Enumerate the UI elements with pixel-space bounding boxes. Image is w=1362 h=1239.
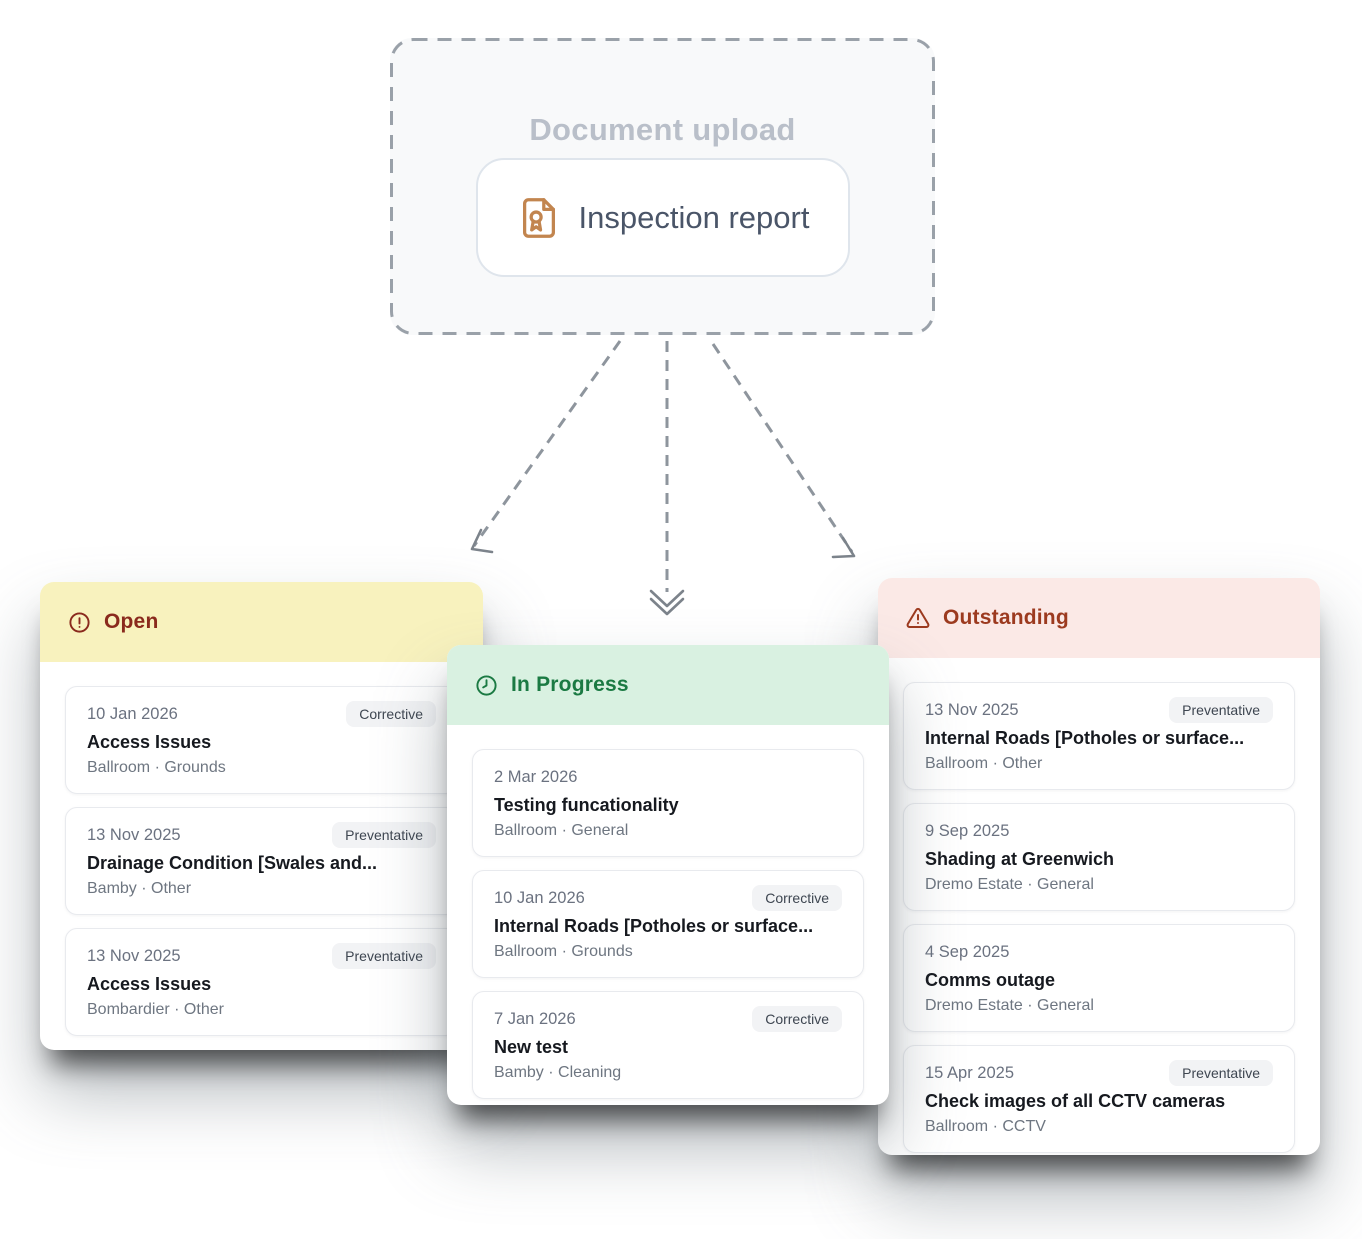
alert-triangle-icon	[906, 606, 930, 630]
task-due-date: 13 Nov 2025	[87, 825, 181, 844]
task-type-badge: Preventative	[1169, 1060, 1273, 1086]
column-body: 2 Mar 2026 Testing funcationality Ballro…	[447, 725, 889, 1116]
alert-circle-icon	[68, 611, 91, 634]
task-location-category: Ballroom · General	[494, 822, 629, 839]
task-due-date: 15 Apr 2025	[925, 1063, 1014, 1082]
column-body: 10 Jan 2026 Corrective Access Issues Bal…	[40, 662, 483, 1053]
task-type-badge: Preventative	[332, 943, 436, 969]
task-card[interactable]: 2 Mar 2026 Testing funcationality Ballro…	[472, 749, 864, 857]
task-title: Access Issues	[87, 732, 212, 752]
task-location-category: Ballroom · Other	[925, 755, 1043, 772]
column-open: Open 10 Jan 2026 Corrective Access Issue…	[40, 582, 483, 1050]
column-body: 13 Nov 2025 Preventative Internal Roads …	[878, 658, 1320, 1170]
task-title: Testing funcationality	[494, 795, 679, 815]
task-title: Drainage Condition [Swales and...	[87, 853, 378, 873]
task-location-category: Dremo Estate · General	[925, 876, 1094, 893]
task-due-date: 13 Nov 2025	[925, 700, 1019, 719]
column-outstanding: Outstanding 13 Nov 2025 Preventative Int…	[878, 578, 1320, 1155]
column-in-progress: In Progress 2 Mar 2026 Testing funcation…	[447, 645, 889, 1105]
task-due-date: 2 Mar 2026	[494, 767, 578, 786]
task-type-badge: Preventative	[332, 822, 436, 848]
task-location-category: Ballroom · Grounds	[87, 759, 226, 776]
inspection-report-button[interactable]: Inspection report	[475, 158, 850, 277]
task-title: New test	[494, 1037, 569, 1057]
column-header-outstanding: Outstanding	[878, 578, 1320, 658]
task-location-category: Dremo Estate · General	[925, 997, 1094, 1014]
task-title: Access Issues	[87, 974, 212, 994]
column-title: Open	[104, 610, 159, 633]
task-card[interactable]: 7 Jan 2026 Corrective New test Bamby · C…	[472, 991, 864, 1099]
upload-title: Document upload	[529, 112, 796, 147]
task-title: Shading at Greenwich	[925, 849, 1115, 869]
task-card[interactable]: 9 Sep 2025 Shading at Greenwich Dremo Es…	[903, 803, 1295, 911]
task-location-category: Bombardier · Other	[87, 1001, 224, 1018]
task-card[interactable]: 10 Jan 2026 Corrective Internal Roads [P…	[472, 870, 864, 978]
task-due-date: 10 Jan 2026	[87, 704, 178, 723]
task-card[interactable]: 13 Nov 2025 Preventative Access Issues B…	[65, 928, 458, 1036]
certificate-document-icon	[516, 192, 562, 244]
task-due-date: 7 Jan 2026	[494, 1009, 576, 1028]
task-location-category: Ballroom · CCTV	[925, 1118, 1046, 1135]
arrowhead-right	[831, 536, 856, 559]
task-type-badge: Preventative	[1169, 697, 1273, 723]
task-title: Comms outage	[925, 970, 1056, 990]
task-location-category: Ballroom · Grounds	[494, 943, 633, 960]
double-chevron-down-icon	[649, 589, 685, 608]
task-card[interactable]: 4 Sep 2025 Comms outage Dremo Estate · G…	[903, 924, 1295, 1032]
task-type-badge: Corrective	[752, 885, 842, 911]
column-title: Outstanding	[943, 606, 1069, 629]
column-title: In Progress	[511, 673, 629, 696]
task-type-badge: Corrective	[752, 1006, 842, 1032]
document-upload-dropzone[interactable]: Document upload Inspection report	[390, 38, 935, 335]
task-due-date: 9 Sep 2025	[925, 821, 1010, 840]
inspection-report-label: Inspection report	[578, 199, 810, 235]
task-title: Check images of all CCTV cameras	[925, 1091, 1226, 1111]
task-due-date: 4 Sep 2025	[925, 942, 1010, 961]
clock-icon	[475, 674, 498, 697]
task-due-date: 13 Nov 2025	[87, 946, 181, 965]
task-location-category: Bamby · Other	[87, 880, 192, 897]
task-title: Internal Roads [Potholes or surface...	[494, 916, 814, 936]
arrowhead-left	[470, 528, 494, 554]
task-card[interactable]: 15 Apr 2025 Preventative Check images of…	[903, 1045, 1295, 1153]
column-header-open: Open	[40, 582, 483, 662]
task-card[interactable]: 13 Nov 2025 Preventative Internal Roads …	[903, 682, 1295, 790]
dashed-border	[390, 38, 935, 335]
task-type-badge: Corrective	[346, 701, 436, 727]
task-location-category: Bamby · Cleaning	[494, 1064, 622, 1081]
task-card[interactable]: 13 Nov 2025 Preventative Drainage Condit…	[65, 807, 458, 915]
task-due-date: 10 Jan 2026	[494, 888, 585, 907]
task-title: Internal Roads [Potholes or surface...	[925, 728, 1245, 748]
task-card[interactable]: 10 Jan 2026 Corrective Access Issues Bal…	[65, 686, 458, 794]
column-header-in-progress: In Progress	[447, 645, 889, 725]
